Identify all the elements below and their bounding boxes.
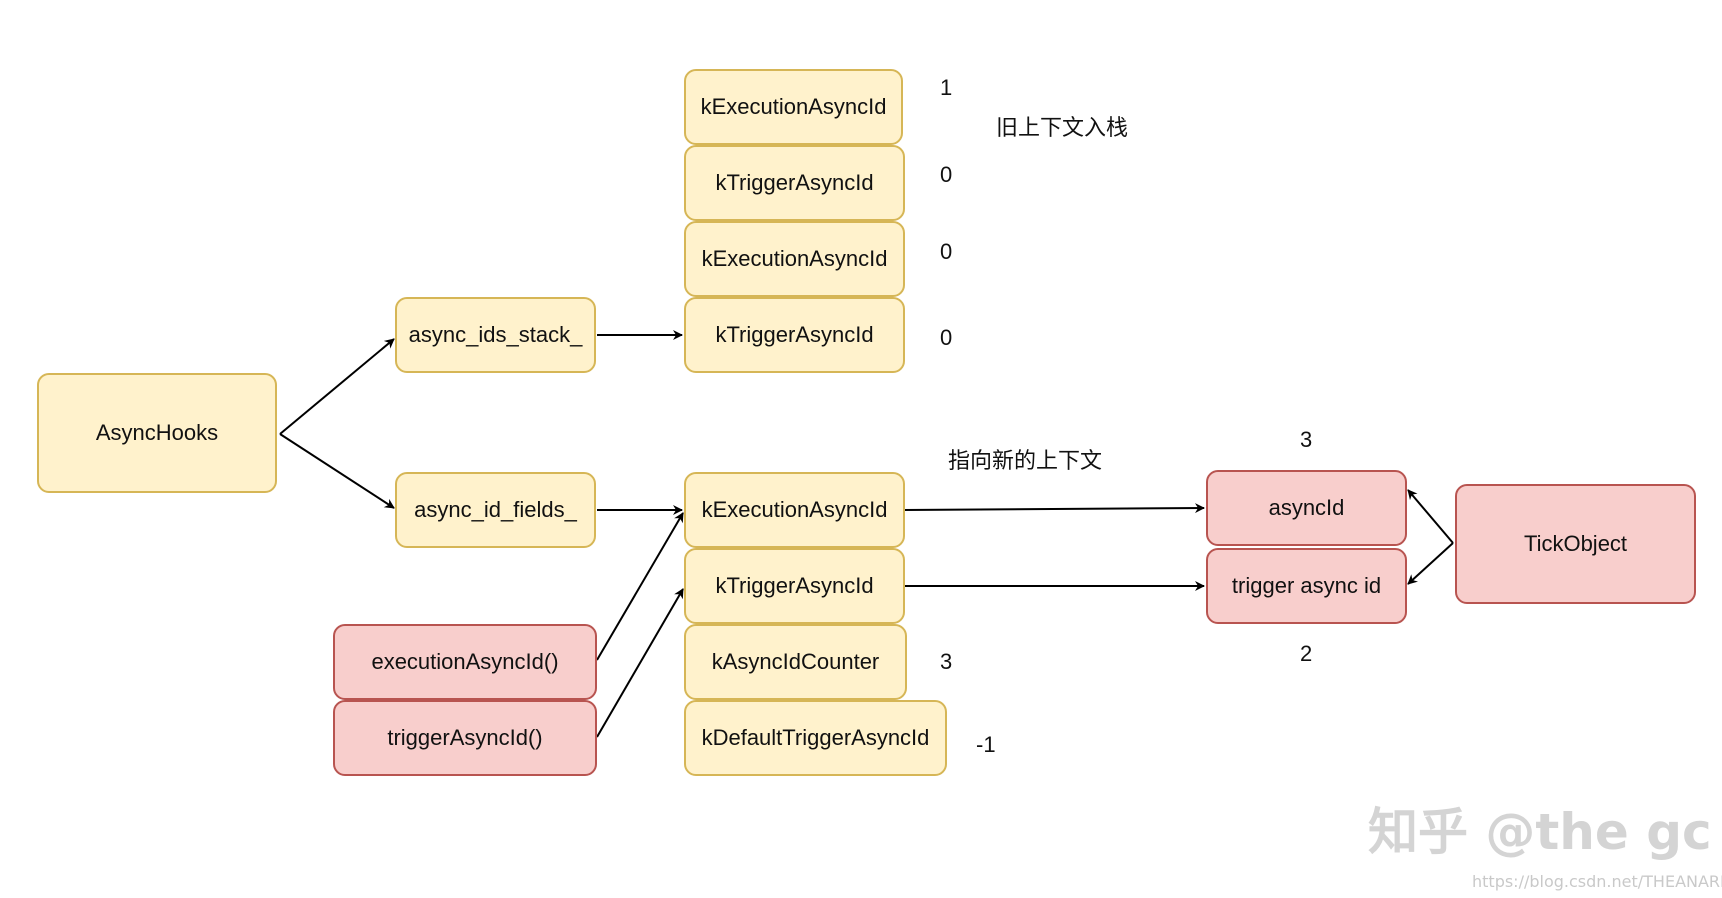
stack-cell: kTriggerAsyncId	[684, 145, 905, 221]
edge-triggerfn-to-ktrigger	[596, 588, 684, 738]
edge-tickobject-to-asyncid	[1407, 489, 1454, 544]
stack-value-label: 0	[940, 162, 953, 187]
fields-cell: kDefaultTriggerAsyncId	[684, 700, 947, 776]
edge-asynchooks-to-stack	[279, 338, 395, 435]
edge-asynchooks-to-fields	[279, 433, 395, 509]
stack-cell: kExecutionAsyncId	[684, 221, 905, 297]
stack-cell: kExecutionAsyncId	[684, 69, 903, 145]
default-trigger-value-label: -1	[976, 732, 996, 757]
stack-cell: kTriggerAsyncId	[684, 297, 905, 373]
stack-value-label: 1	[940, 75, 953, 100]
counter-value-label: 3	[940, 649, 953, 674]
asyncid-value-label: 3	[1300, 427, 1313, 452]
new-context-annotation: 指向新的上下文	[948, 448, 1103, 473]
async-ids-stack-node: async_ids_stack_	[395, 297, 596, 373]
zhihu-watermark: 知乎 @the gc	[1368, 803, 1712, 861]
fields-cell: kTriggerAsyncId	[684, 548, 905, 624]
edge-kexecution-to-asyncid	[903, 503, 1205, 514]
edge-tickobject-to-triggerid	[1407, 542, 1454, 585]
old-context-annotation: 旧上下文入栈	[996, 115, 1129, 140]
stack-value-label: 0	[940, 325, 953, 350]
execution-async-id-fn-node: executionAsyncId()	[333, 624, 597, 700]
edge-executionfn-to-kexecution	[596, 512, 684, 661]
asyncid-node: asyncId	[1206, 470, 1407, 546]
asynchooks-node: AsyncHooks	[37, 373, 277, 493]
fields-cell: kAsyncIdCounter	[684, 624, 907, 700]
fields-cell: kExecutionAsyncId	[684, 472, 905, 548]
trigger-value-label: 2	[1300, 641, 1313, 666]
async-id-fields-node: async_id_fields_	[395, 472, 596, 548]
trigger-async-id-fn-node: triggerAsyncId()	[333, 700, 597, 776]
url-watermark: https://blog.csdn.net/THEANARKH	[1472, 872, 1722, 891]
trigger-async-id-node: trigger async id	[1206, 548, 1407, 624]
tickobject-node: TickObject	[1455, 484, 1696, 604]
stack-value-label: 0	[940, 239, 953, 264]
